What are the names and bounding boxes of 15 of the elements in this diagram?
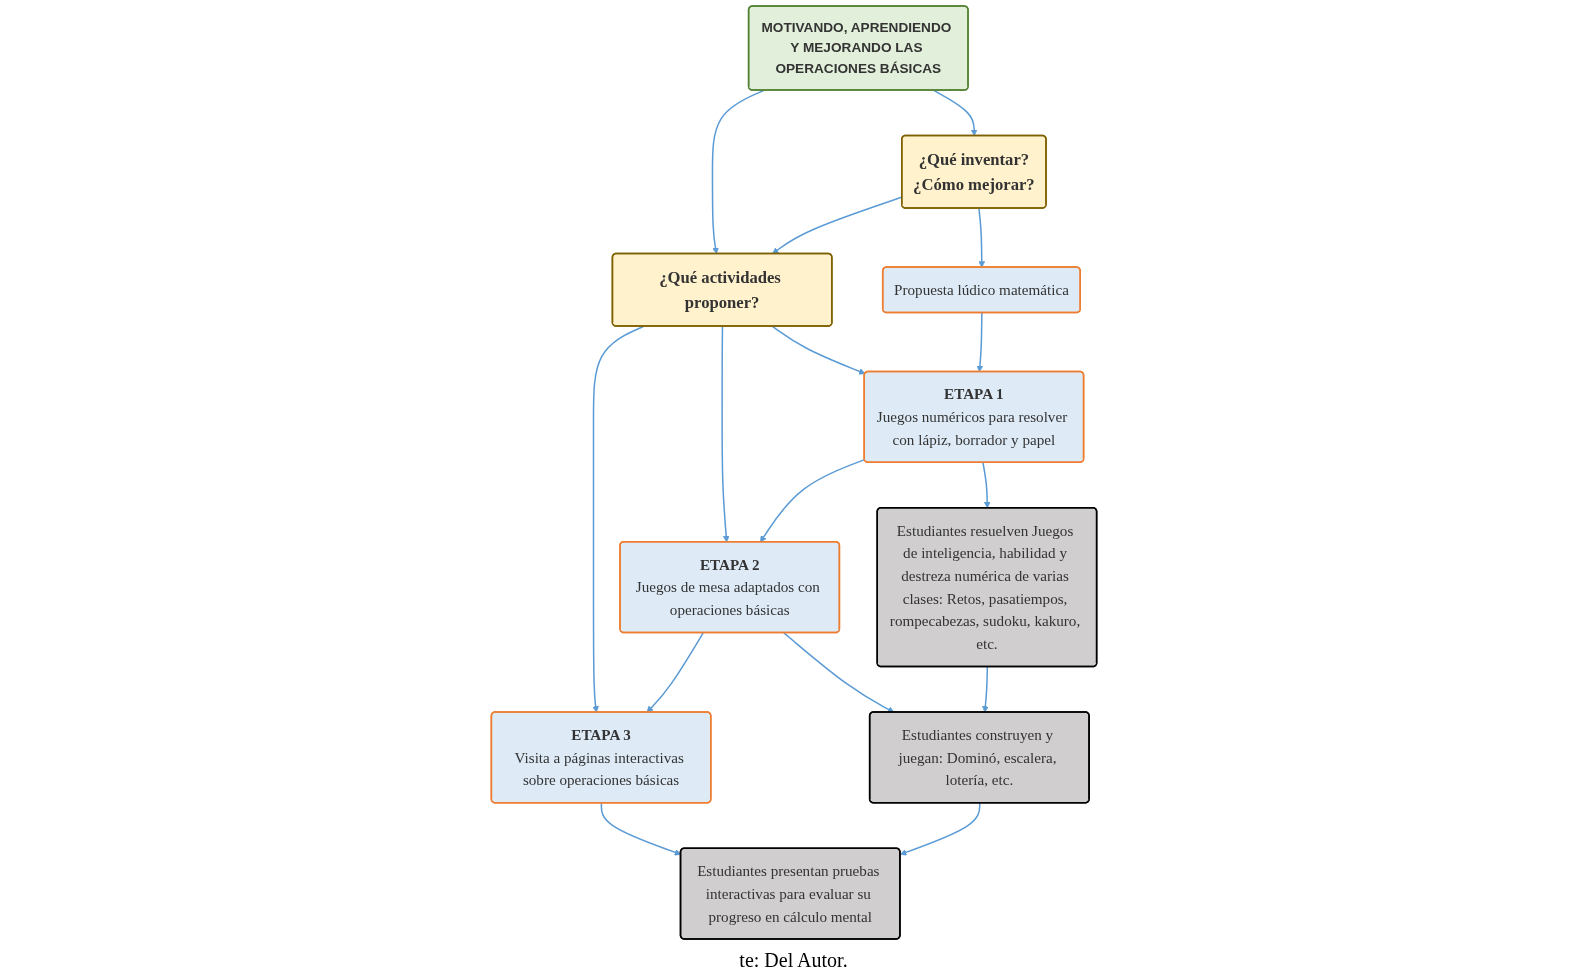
arrow — [646, 632, 704, 713]
arrow — [759, 458, 865, 543]
arrow — [782, 632, 894, 713]
arrow — [771, 325, 865, 375]
arrow — [981, 461, 991, 509]
arrow — [600, 802, 681, 856]
arrow — [976, 312, 983, 373]
arrow — [591, 325, 644, 713]
arrow — [899, 802, 980, 856]
arrow — [720, 325, 730, 543]
arrow — [977, 207, 985, 268]
arrow — [711, 89, 765, 255]
arrow — [932, 89, 977, 137]
source-note: te: Del Autor. — [739, 949, 848, 972]
arrow — [981, 666, 989, 713]
